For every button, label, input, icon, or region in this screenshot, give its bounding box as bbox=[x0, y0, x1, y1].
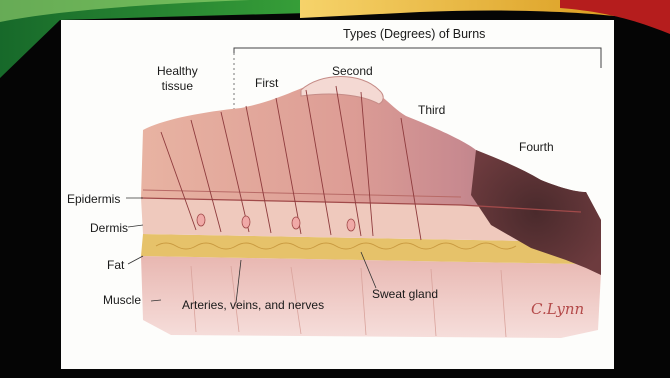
label-fourth-degree: Fourth bbox=[519, 140, 554, 154]
label-epidermis: Epidermis bbox=[67, 192, 120, 206]
label-fat: Fat bbox=[107, 258, 124, 272]
figure-title: Types (Degrees) of Burns bbox=[343, 27, 485, 41]
label-third-degree: Third bbox=[418, 103, 445, 117]
artist-signature: C.Lynn bbox=[531, 300, 584, 318]
leader-dermis bbox=[128, 225, 143, 227]
label-sweat-gland: Sweat gland bbox=[372, 287, 438, 301]
label-healthy-tissue: Healthy tissue bbox=[157, 64, 198, 94]
label-second-degree: Second bbox=[332, 64, 373, 78]
muscle-layer bbox=[141, 256, 601, 338]
degree-bracket bbox=[234, 48, 601, 68]
label-dermis: Dermis bbox=[90, 221, 128, 235]
label-first-degree: First bbox=[255, 76, 278, 90]
label-healthy-line1: Healthy bbox=[157, 64, 198, 79]
label-muscle: Muscle bbox=[103, 293, 141, 307]
burn-degrees-figure: Types (Degrees) of Burns Healthy tissue … bbox=[61, 20, 614, 369]
label-arteries-veins-nerves: Arteries, veins, and nerves bbox=[182, 298, 324, 312]
leader-fat bbox=[128, 256, 143, 264]
label-healthy-line2: tissue bbox=[157, 79, 198, 94]
